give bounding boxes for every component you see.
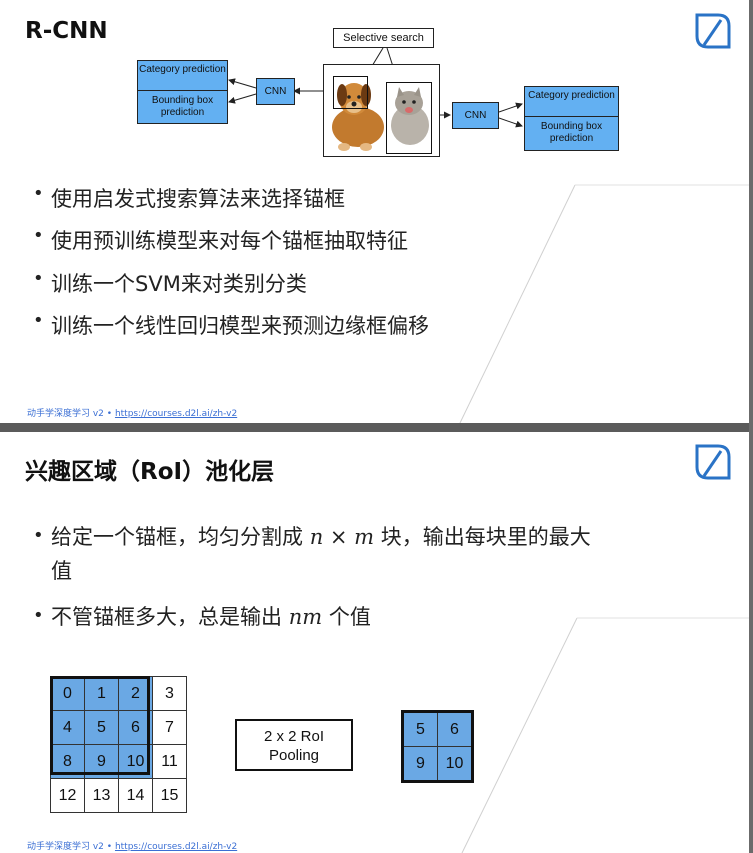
grid-cell: 10 [437,746,473,782]
page-title: R-CNN [25,18,108,44]
bullet-item: •不管锚框多大，总是输出 nm 个值 [33,605,371,629]
d2l-logo-icon [695,13,731,49]
grid-row: 5 6 [402,711,473,747]
bullet-item: •训练一个SVM来对类别分类 [33,268,307,296]
footer: 动手学深度学习 v2 • https://courses.d2l.ai/zh-v… [27,842,238,852]
bullet-list: •给定一个锚框，均匀分割成 n × m 块，输出每块里的最大值 •不管锚框多大，… [25,520,705,634]
grid-cell: 11 [152,744,187,779]
proposal-cat-box [386,82,432,154]
grid-cell: 6 [437,711,473,747]
slide-decoration [461,617,749,853]
bullet-item: •给定一个锚框，均匀分割成 n × m 块，输出每块里的最大值 [33,525,591,583]
slide-rcnn: R-CNN Selective search Category predicti… [0,0,749,423]
grid-row: 12 13 14 15 [50,778,187,813]
output-grid: 5 6 9 10 [401,710,474,783]
grid-cell: 14 [118,778,153,813]
grid-cell: 5 [84,710,119,745]
input-image-frame [323,64,440,157]
footer: 动手学深度学习 v2 • https://courses.d2l.ai/zh-v… [27,409,238,419]
d2l-logo-icon [695,444,731,480]
grid-cell: 7 [152,710,187,745]
grid-cell: 1 [84,676,119,711]
bullet-list: •使用启发式搜索算法来选择锚框 •使用预训练模型来对每个锚框抽取特征 •训练一个… [25,183,429,352]
bullet-item: •训练一个线性回归模型来预测边缘框偏移 [33,310,429,338]
page-title: 兴趣区域（RoI）池化层 [25,459,275,485]
bullet-item: •使用预训练模型来对每个锚框抽取特征 [33,225,408,253]
roi-region-border [50,676,150,775]
proposal-dog-box [333,76,368,109]
right-bbox-box: Bounding box prediction [524,117,619,151]
slide-separator [0,423,753,432]
grid-cell: 15 [152,778,187,813]
slide-roi-pooling: 兴趣区域（RoI）池化层 •给定一个锚框，均匀分割成 n × m 块，输出每块里… [0,432,749,853]
left-bbox-box: Bounding box prediction [137,91,228,124]
grid-cell: 4 [50,710,85,745]
selective-search-box: Selective search [333,28,434,48]
left-cnn-box: CNN [256,78,295,105]
slide-decoration [459,184,749,423]
right-cnn-box: CNN [452,102,499,129]
grid-cell: 3 [152,676,187,711]
footer-link[interactable]: https://courses.d2l.ai/zh-v2 [114,409,238,419]
grid-cell: 12 [50,778,85,813]
grid-cell: 9 [402,746,438,782]
bullet-item: •使用启发式搜索算法来选择锚框 [33,183,345,211]
grid-cell: 0 [50,676,85,711]
grid-row: 0 1 2 3 [50,676,187,711]
grid-cell: 5 [402,711,438,747]
right-edge-border [749,0,753,853]
grid-row: 9 10 [402,746,473,782]
right-category-box: Category prediction [524,86,619,117]
grid-cell: 13 [84,778,119,813]
left-category-box: Category prediction [137,60,228,91]
footer-link[interactable]: https://courses.d2l.ai/zh-v2 [114,842,238,852]
input-grid: 0 1 2 3 4 5 6 7 8 9 10 11 12 13 14 15 [50,676,187,813]
roi-pooling-box: 2 x 2 RoI Pooling [235,719,353,771]
dog-cat-image [332,83,429,151]
grid-cell: 2 [118,676,153,711]
